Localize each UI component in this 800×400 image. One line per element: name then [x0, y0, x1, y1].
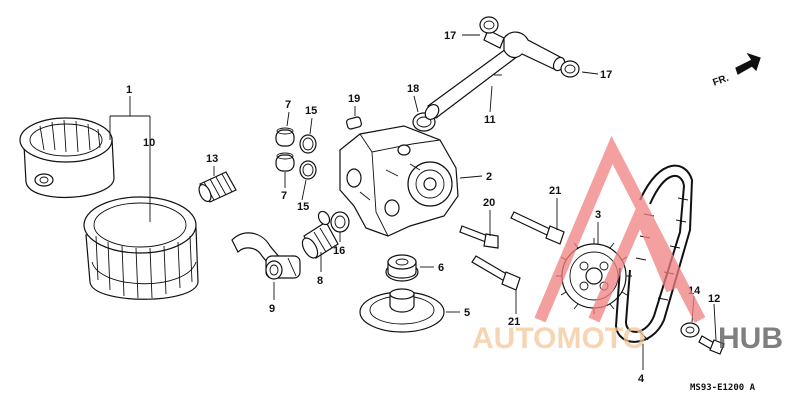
callout-19: 19 — [348, 93, 360, 105]
front-direction-indicator: FR. — [711, 52, 761, 89]
part-12-bolt — [698, 335, 725, 355]
callout-2: 2 — [486, 171, 492, 183]
part-19-pin — [346, 116, 362, 130]
callout-13: 13 — [206, 153, 218, 165]
part-11-oil-pipe — [424, 29, 566, 121]
part-17-seals — [479, 16, 580, 78]
part-10-oil-filter — [83, 196, 199, 300]
part-2-oil-pump — [339, 125, 459, 237]
callout-21-lower: 21 — [508, 316, 520, 328]
watermark-text-b: HUB — [718, 322, 783, 355]
callout-4: 4 — [638, 373, 645, 385]
callout-21-upper: 21 — [549, 185, 561, 197]
callout-20: 20 — [483, 197, 495, 209]
diagram-code: MS93-E1200 A — [690, 383, 756, 393]
part-21-bolt-lower — [471, 255, 521, 291]
part-14-washer — [680, 322, 700, 338]
watermark: AUTOMOTO HUB — [472, 135, 783, 355]
callout-10: 10 — [143, 137, 155, 149]
part-8-relief-valve — [301, 210, 339, 259]
part-1-filter-cap — [19, 117, 115, 198]
part-21-bolt-upper — [510, 211, 565, 245]
part-7-dowels — [275, 127, 295, 172]
callout-6: 6 — [438, 262, 444, 274]
callout-15-lower: 15 — [297, 201, 309, 213]
callout-8: 8 — [317, 275, 323, 287]
callout-9: 9 — [269, 303, 275, 315]
callout-1: 1 — [126, 84, 132, 96]
callouts: 1 10 13 7 15 7 15 19 18 17 17 11 2 16 8 … — [126, 30, 720, 385]
callout-18: 18 — [407, 83, 419, 95]
callout-12: 12 — [708, 293, 720, 305]
callout-16: 16 — [333, 245, 345, 257]
callout-5: 5 — [464, 307, 470, 319]
callout-7-upper: 7 — [285, 99, 291, 111]
callout-17-right: 17 — [600, 69, 612, 81]
front-label: FR. — [711, 73, 730, 89]
part-6-collar — [385, 254, 419, 282]
part-16-o-ring — [330, 211, 350, 233]
callout-15-upper: 15 — [305, 105, 317, 117]
part-13-filter-stud — [198, 171, 237, 203]
part-15-o-rings — [299, 134, 317, 180]
part-20-bolt — [459, 225, 499, 249]
watermark-text-a: AUTOMOTO — [472, 322, 646, 355]
callout-11: 11 — [484, 114, 496, 126]
part-5-pump-plate — [359, 288, 445, 333]
callout-3: 3 — [595, 209, 601, 221]
watermark-triangle — [534, 135, 706, 323]
part-9-strainer — [231, 232, 301, 280]
callout-17-left: 17 — [444, 30, 456, 42]
callout-7-lower: 7 — [281, 190, 287, 202]
